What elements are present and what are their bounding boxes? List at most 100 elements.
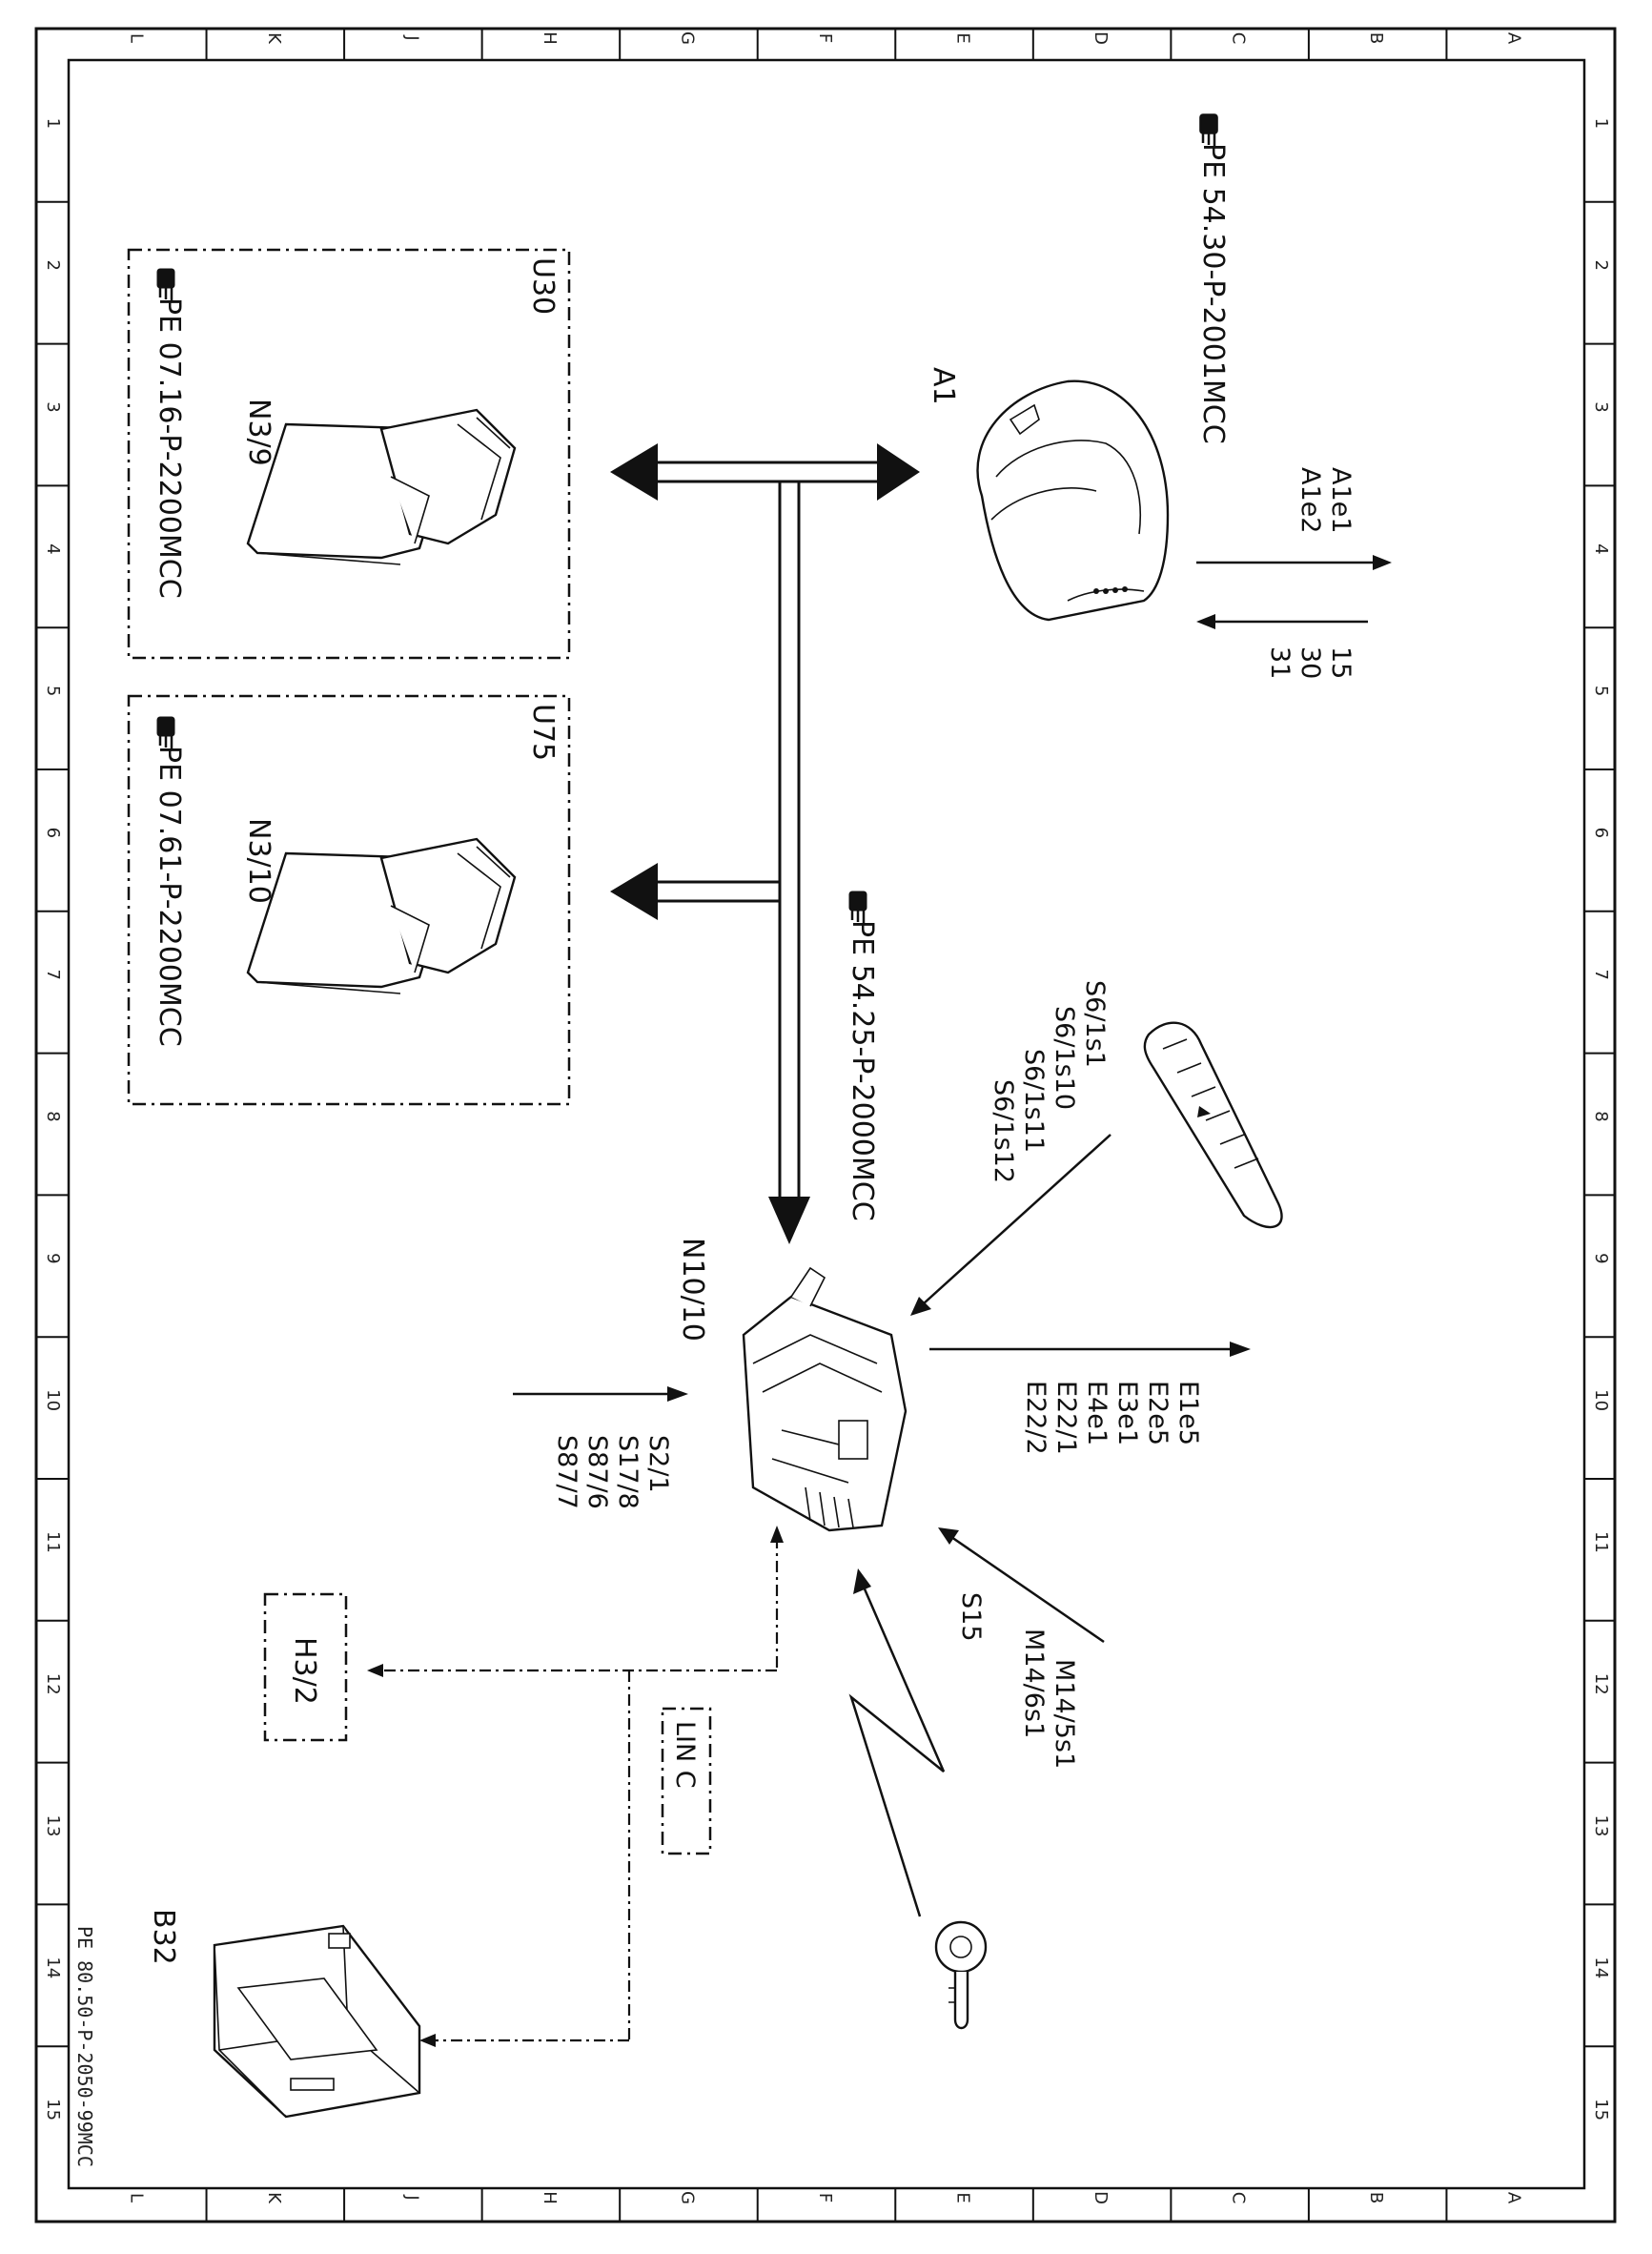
u30-group-label: U30: [526, 257, 560, 315]
grid-label: 8: [43, 1111, 63, 1121]
n3-10-control-unit-illustration: [246, 837, 517, 994]
u75-ref-label: PE 07.61-P-2200MCC: [153, 746, 186, 1047]
grid-label: 2: [43, 259, 63, 270]
grid-label: B: [1366, 32, 1386, 44]
grid-label: G: [677, 2191, 697, 2204]
n10-sam-control-unit-illustration: [742, 1266, 908, 1532]
s6-switch-label: S6/1s12: [989, 1079, 1018, 1183]
m14-switch-label: M14/5s1: [1050, 1659, 1079, 1769]
grid-label: 9: [1591, 1253, 1611, 1263]
n10-output-label: E1e5: [1173, 1381, 1203, 1445]
s6-to-n10-arrow: [910, 1134, 1112, 1316]
grid-label: 12: [1591, 1673, 1611, 1695]
grid-label: B: [1366, 2192, 1386, 2203]
u30-group-box: [127, 248, 571, 660]
n10-label: N10/10: [676, 1238, 709, 1342]
bus-arrowhead-left: [610, 443, 658, 501]
grid-label: E: [953, 32, 973, 43]
lin-c-box: [661, 1707, 712, 1855]
grid-label: D: [1091, 31, 1111, 45]
a1-output-label: A1e2: [1295, 467, 1325, 533]
grid-label: H: [540, 31, 560, 45]
grid-label: 1: [1591, 118, 1611, 129]
n10-output-label: E4e1: [1082, 1381, 1112, 1445]
h3-2-label: H3/2: [288, 1637, 321, 1705]
grid-label: G: [677, 31, 697, 45]
grid-label: J: [401, 34, 421, 40]
s6-switch-label: S6/1s11: [1019, 1049, 1049, 1153]
grid-label: 13: [1591, 1815, 1611, 1837]
h3-2-box: [263, 1592, 348, 1742]
bus-arrowhead-right: [877, 443, 920, 501]
inner-frame: [67, 58, 1586, 2190]
grid-label: 12: [43, 1673, 63, 1695]
a1-label: A1: [927, 367, 960, 405]
n10-inputs-arrow: [513, 1386, 688, 1402]
bus-arrowhead-down: [768, 1197, 810, 1244]
grid-label: C: [1229, 2192, 1249, 2204]
grid-ticks: [36, 29, 1615, 2222]
s15-label: S15: [956, 1592, 986, 1642]
n10-input-label: S87/6: [582, 1435, 612, 1509]
u30-ref-hand-icon: [156, 268, 175, 301]
grid-label: 10: [1591, 1389, 1611, 1411]
grid-label: 15: [1591, 2099, 1611, 2121]
n10-ref-label: PE 54.25-P-2000MCC: [846, 920, 879, 1221]
n10-ref-hand-icon: [848, 891, 867, 924]
n3-9-control-unit-illustration: [246, 408, 517, 565]
grid-label: K: [264, 2192, 284, 2204]
a1-instrument-cluster-illustration: [976, 379, 1170, 622]
grid-label: 9: [43, 1253, 63, 1263]
radio-signal-arrow: [848, 1568, 946, 1917]
n10-output-label: E22/1: [1051, 1381, 1081, 1455]
key-icon: [934, 1920, 988, 2030]
n10-output-label: E22/2: [1021, 1381, 1050, 1455]
grid-label: F: [815, 2193, 835, 2203]
grid-label: 5: [1591, 686, 1611, 696]
grid-label: 7: [43, 969, 63, 979]
n10-output-label: E3e1: [1112, 1381, 1142, 1445]
grid-label: D: [1091, 2191, 1111, 2204]
a1-outputs-arrow: [1196, 555, 1392, 570]
footer-ref-label: PE 80.50-P-2050-99MCC: [73, 1926, 96, 2167]
grid-label: 2: [1591, 259, 1611, 270]
s6-switch-label: S6/1s10: [1050, 1006, 1079, 1110]
grid-label: 4: [43, 543, 63, 554]
can-bus: [610, 443, 920, 1244]
grid-label: L: [126, 33, 146, 43]
a1-input-label: 30: [1295, 646, 1325, 679]
grid-label: F: [815, 33, 835, 43]
grid-label: 11: [43, 1531, 63, 1553]
u30-unit-label: N3/9: [242, 399, 275, 466]
grid-label: H: [540, 2191, 560, 2204]
grid-label: 14: [1591, 1957, 1611, 1978]
grid-label: C: [1229, 32, 1249, 45]
n10-input-label: S17/8: [613, 1435, 642, 1509]
a1-ref-hand-icon: [1199, 113, 1218, 147]
lin-c-label: LIN C: [670, 1721, 700, 1789]
b32-label: B32: [147, 1909, 180, 1965]
a1-output-label: A1e1: [1326, 467, 1356, 533]
n10-outputs-arrow: [929, 1342, 1251, 1357]
s6-switch-label: S6/1s1: [1080, 980, 1110, 1068]
a1-input-label: 31: [1265, 646, 1295, 679]
grid-label: J: [401, 2194, 421, 2200]
m14-switch-label: M14/6s1: [1019, 1629, 1049, 1738]
n10-input-label: S2/1: [643, 1435, 673, 1493]
u75-unit-label: N3/10: [242, 818, 275, 904]
lin-c-bus: [367, 1526, 784, 2047]
grid-label: 5: [43, 686, 63, 696]
grid-label: 7: [1591, 969, 1611, 979]
n10-input-label: S87/7: [552, 1435, 581, 1509]
u75-group-box: [127, 694, 571, 1106]
outer-frame: [34, 27, 1617, 2223]
grid-label: 3: [1591, 401, 1611, 412]
grid-label: 4: [1591, 543, 1611, 554]
grid-label: L: [126, 2193, 146, 2203]
grid-label: 6: [43, 828, 63, 838]
bus-arrowhead-u75: [610, 863, 658, 920]
grid-label: 14: [43, 1957, 63, 1978]
b32-battery-illustration: [213, 1924, 421, 2119]
